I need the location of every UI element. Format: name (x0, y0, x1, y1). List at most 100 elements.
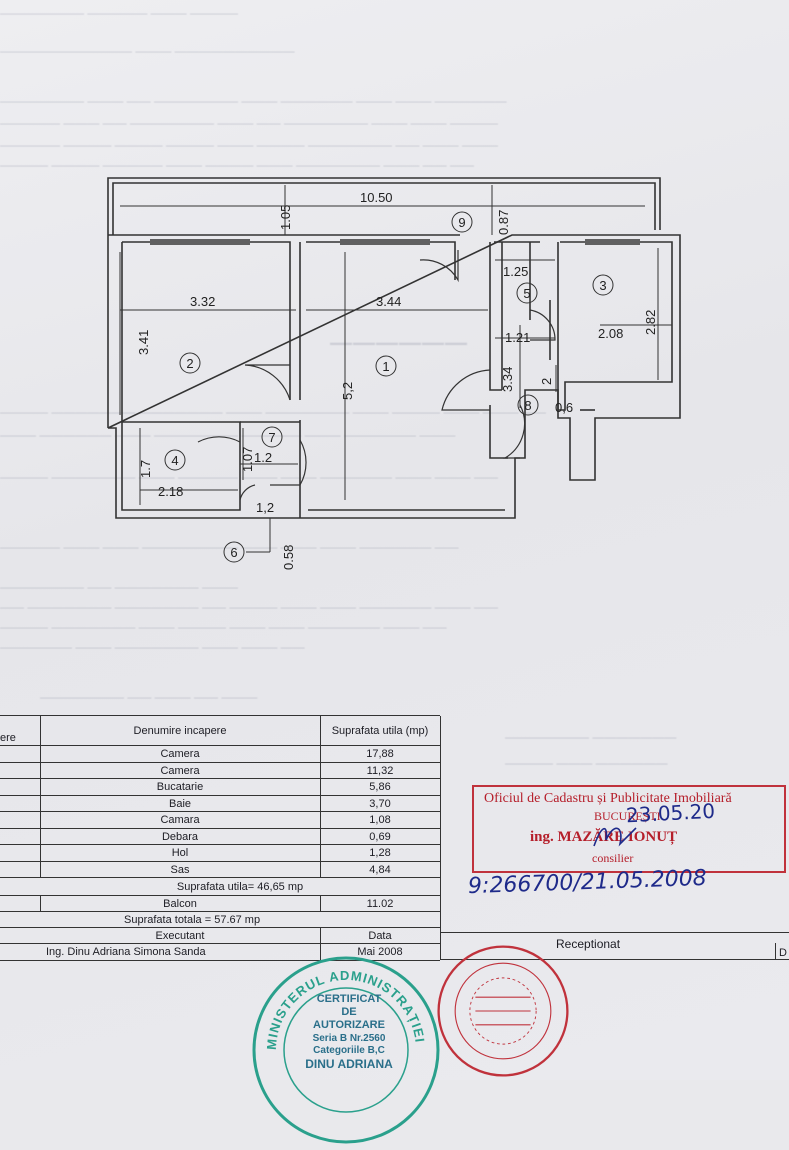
grand-total: Suprafata totala = 57.67 mp (124, 913, 261, 926)
svg-text:2: 2 (186, 356, 193, 371)
dim-r2-height: 3.41 (136, 330, 151, 355)
table-header-row: ere Denumire incapere Suprafata utila (m… (0, 715, 441, 746)
balcon-row: Balcon 11.02 (0, 895, 441, 912)
room-name: Camera (160, 764, 200, 777)
table-row: Bucatarie 5,86 (0, 778, 441, 796)
room-area: 0,69 (369, 830, 391, 843)
room-name: Sas (170, 863, 190, 876)
room-marker-6: 6 (223, 541, 245, 563)
dim-r1-height: 5,2 (340, 382, 355, 400)
executant-row: Executant Data (0, 927, 441, 944)
door-swings (197, 250, 556, 501)
table-row: Baie 3,70 (0, 794, 441, 812)
date-label: Data (368, 929, 392, 942)
room-name: Hol (171, 847, 189, 860)
svg-text:5: 5 (523, 286, 530, 301)
dimension-lines (119, 185, 672, 553)
room-marker-1: 1 (375, 355, 397, 377)
room-area: 3,70 (369, 797, 391, 810)
dim-r4-height: 1.7 (138, 460, 153, 478)
ocpi-handwritten-date: 23.05.20 (625, 798, 716, 828)
room-area: 11,32 (366, 764, 394, 777)
ocpi-name: ing. MAZĂRE IONUȚ (530, 829, 678, 845)
room-area: 4,84 (369, 863, 391, 876)
room-area: 5,86 (369, 781, 391, 794)
dim-r8-width: 2 (539, 378, 554, 385)
dim-left-top: 1.05 (278, 205, 293, 230)
ocpi-stamp: Oficiul de Cadastru și Publicitate Imobi… (472, 785, 786, 873)
left-header: ere (0, 731, 16, 744)
dim-r6-width: 1,2 (256, 500, 274, 515)
auth-line1: CERTIFICAT (317, 993, 382, 1005)
room-marker-2: 2 (179, 352, 201, 374)
room-name: Baie (168, 797, 192, 810)
svg-text:8: 8 (524, 398, 531, 413)
authorization-stamp: MINISTERUL ADMINISTRAȚIEI ȘI INTERNELOR … (246, 950, 440, 1144)
dim-r8-step: 0,6 (555, 400, 573, 415)
usable-total: Suprafata utila= 46,65 mp (176, 880, 304, 893)
dim-r3-height: 2.82 (643, 310, 658, 335)
room-marker-9: 9 (451, 211, 473, 233)
area-table: ere Denumire incapere Suprafata utila (m… (0, 715, 441, 961)
date-value: Mai 2008 (357, 945, 403, 958)
dimension-labels: 10.50 1.05 0.87 3.32 3.41 3.44 5,2 1.25 … (136, 190, 658, 570)
engineer-name: Ing. Dinu Adriana Simona Sanda (46, 945, 206, 958)
dim-r5-width: 1.25 (503, 264, 528, 279)
dim-right-top: 0.87 (496, 210, 511, 235)
room-marker-4: 4 (164, 449, 186, 471)
auth-line6: DINU ADRIANA (305, 1057, 393, 1071)
svg-text:7: 7 (268, 430, 275, 445)
svg-text:3: 3 (599, 278, 606, 293)
received-box: Receptionat D (440, 932, 789, 960)
auth-line4: Seria B Nr.2560 (313, 1033, 386, 1044)
room-area: 1,28 (369, 847, 391, 860)
handwritten-signature (593, 827, 637, 847)
dim-r4-width: 2.18 (158, 484, 183, 499)
room-marker-3: 3 (592, 274, 614, 296)
table-row: Camera 11,32 (0, 761, 441, 779)
svg-text:6: 6 (230, 545, 237, 560)
auth-line5: Categoriile B,C (313, 1045, 385, 1056)
room-area: 17,88 (366, 748, 394, 761)
ocpi-city: BUCUREȘTI (594, 809, 661, 823)
plan-walls (107, 177, 681, 519)
svg-text:1: 1 (382, 359, 389, 374)
dim-r3-width: 2.08 (598, 326, 623, 341)
table-row: Sas 4,84 (0, 860, 441, 878)
dim-r7-height: 1.07 (240, 447, 255, 472)
svg-text:9: 9 (458, 215, 465, 230)
room-markers: 1 2 3 4 5 6 7 8 9 (164, 211, 614, 563)
room-marker-8: 8 (517, 394, 539, 416)
balcon-label: Balcon (163, 897, 197, 910)
ministry-seal (437, 945, 569, 1077)
dim-r5-depth: 1.21 (505, 330, 530, 345)
room-area: 1,08 (369, 814, 391, 827)
auth-line3: AUTORIZARE (313, 1019, 385, 1031)
ocpi-title: Oficiul de Cadastru și Publicitate Imobi… (484, 791, 732, 806)
grand-total-row: Suprafata totala = 57.67 mp (0, 911, 441, 928)
floor-plan: 10.50 1.05 0.87 3.32 3.41 3.44 5,2 1.25 … (107, 177, 681, 570)
room-name: Bucatarie (156, 781, 204, 794)
room-name: Camara (160, 814, 200, 827)
received-label: Receptionat (556, 937, 621, 951)
usable-total-row: Suprafata utila= 46,65 mp (0, 877, 441, 896)
document-page (0, 0, 789, 1080)
room-marker-7: 7 (261, 426, 283, 448)
dim-total: 10.50 (360, 190, 393, 205)
executant-label: Executant (155, 929, 205, 942)
svg-text:4: 4 (171, 453, 178, 468)
dim-r8-length: 3.34 (500, 367, 515, 392)
room-name: Debara (161, 830, 199, 843)
dim-r6-depth: 0.58 (281, 545, 296, 570)
engineer-row: Ing. Dinu Adriana Simona Sanda Mai 2008 (0, 943, 441, 961)
ocpi-role: consilier (592, 851, 634, 865)
balcon-value: 11.02 (366, 897, 394, 910)
table-row: Debara 0,69 (0, 827, 441, 845)
name-header: Denumire incapere (133, 724, 227, 737)
room-marker-5: 5 (516, 282, 538, 304)
received-cut-label: D (779, 947, 787, 959)
dim-r7-width: 1.2 (254, 450, 272, 465)
dim-r1-width: 3.44 (376, 294, 401, 309)
table-row: Hol 1,28 (0, 844, 441, 862)
